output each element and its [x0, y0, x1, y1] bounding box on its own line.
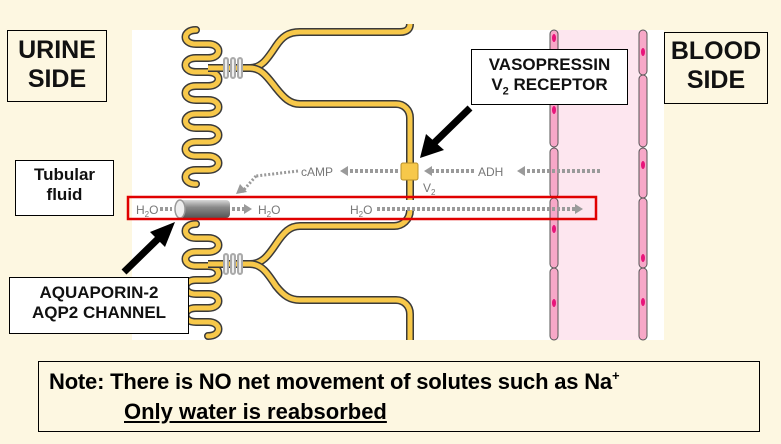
cell-membrane-upper	[208, 23, 414, 200]
aquaporin-label: AQUAPORIN-2 AQP2 CHANNEL	[9, 277, 189, 334]
h2o-label-middle: H2O	[258, 203, 280, 219]
h2o-label-left: H2O	[136, 203, 158, 219]
endothelial-wall-right	[638, 29, 648, 341]
blood-side-line1: BLOOD	[670, 37, 762, 65]
aquaporin-line1: AQUAPORIN-2	[39, 283, 159, 302]
tubular-fluid-line2: fluid	[46, 184, 83, 204]
blood-side-label: BLOOD SIDE	[664, 32, 768, 104]
urine-side-line2: SIDE	[27, 64, 87, 93]
aquaporin-channel	[174, 199, 230, 219]
camp-signal-arrow	[236, 166, 398, 194]
nucleus	[552, 225, 556, 233]
tight-junction-lower	[223, 253, 243, 275]
urine-side-label: URINE SIDE	[7, 30, 107, 102]
v2-label: V2	[423, 181, 436, 197]
tubular-fluid-line1: Tubular	[33, 165, 96, 184]
camp-label: cAMP	[301, 165, 333, 179]
tubular-fluid-label: Tubular fluid	[15, 160, 114, 216]
vasopressin-line2: V2 RECEPTOR	[491, 74, 608, 97]
tight-junction-upper	[223, 57, 243, 79]
aquaporin-pointer-arrow	[121, 222, 175, 275]
aquaporin-line2: AQP2 CHANNEL	[31, 302, 167, 322]
nucleus	[641, 254, 645, 262]
nucleus	[552, 34, 556, 42]
note-line1: Note: There is NO net movement of solute…	[49, 368, 620, 394]
note-line2: Only water is reabsorbed	[124, 399, 387, 424]
vasopressin-receptor-label: VASOPRESSIN V2 RECEPTOR	[471, 49, 628, 105]
vasopressin-line1: VASOPRESSIN	[488, 55, 611, 74]
adh-signal-arrow	[424, 166, 600, 176]
v2-receptor	[400, 162, 419, 181]
nucleus	[552, 106, 556, 114]
nucleus	[552, 299, 556, 307]
vasopressin-pointer-arrow	[420, 105, 473, 158]
adh-label: ADH	[478, 165, 503, 179]
note-box: Note: There is NO net movement of solute…	[38, 361, 760, 432]
nucleus	[641, 298, 645, 306]
water-path-highlight-box	[126, 195, 598, 221]
blood-side-line2: SIDE	[686, 65, 746, 94]
urine-side-line1: URINE	[18, 36, 96, 64]
water-flow-arrows	[160, 204, 583, 214]
apical-membrane	[181, 26, 223, 340]
cell-membrane-lower	[208, 209, 414, 340]
h2o-label-right: H2O	[350, 203, 372, 219]
nucleus	[641, 161, 645, 169]
nucleus	[641, 48, 645, 56]
